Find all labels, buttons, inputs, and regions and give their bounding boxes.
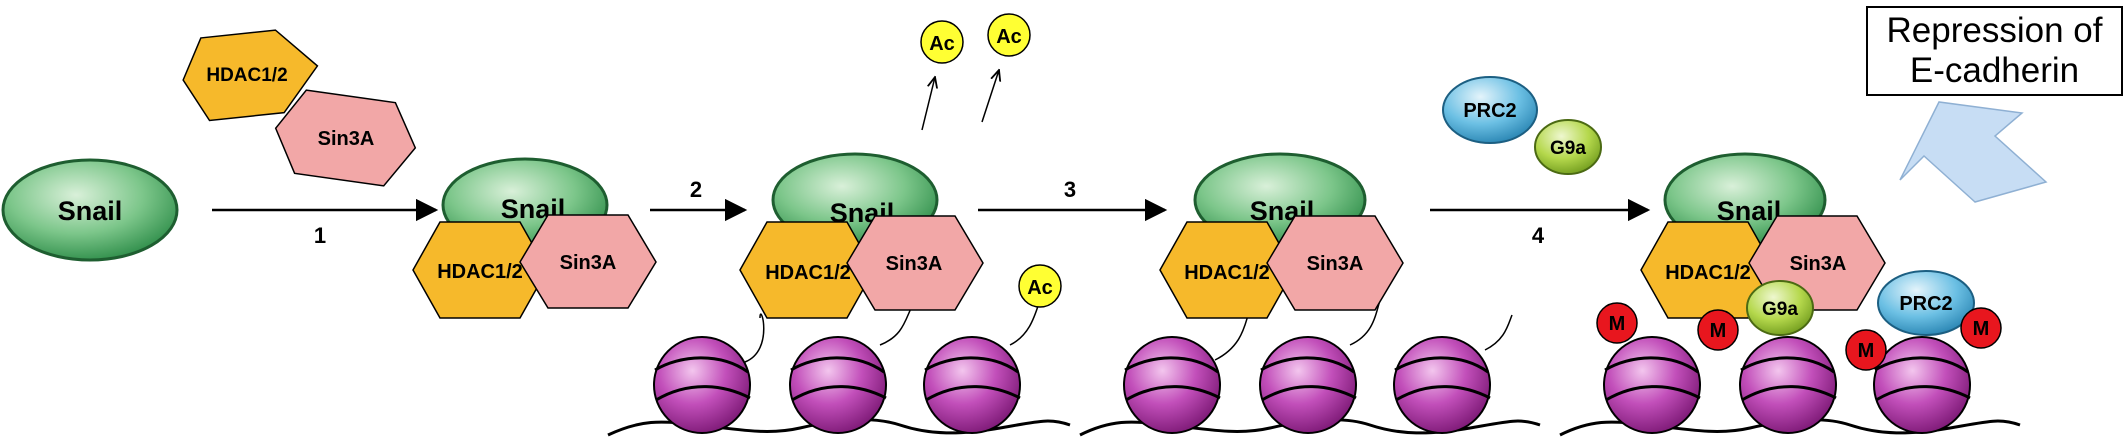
stage-0: Snail HDAC1/2 Sin3A (1, 29, 417, 262)
acetyl-released-1: Ac (920, 20, 964, 131)
g9a-label: G9a (1550, 138, 1586, 159)
nucleosome-2 (1739, 336, 1837, 434)
step-label-4: 4 (1532, 223, 1545, 248)
nucleosome-1 (1123, 309, 1251, 434)
step-label-2: 2 (690, 177, 702, 202)
nucleosome-3 (1393, 314, 1513, 434)
snail-label: Snail (1717, 196, 1782, 226)
step-arrow-1: 1 (212, 198, 439, 248)
sin3a-protein (1266, 215, 1404, 311)
step-arrow-4: 4 (1430, 198, 1651, 248)
step-label-3: 3 (1064, 177, 1076, 202)
result-line-2: E-cadherin (1909, 51, 2080, 90)
nucleosome-2 (789, 299, 916, 434)
methyl-mark-2: M (1697, 309, 1739, 351)
sin3a-label: Sin3A (560, 252, 617, 274)
sin3a-protein (519, 214, 657, 309)
hdac-protein (1640, 221, 1776, 319)
methyl-mark-4: M (1960, 307, 2002, 349)
g9a-protein-free: G9a (1534, 119, 1602, 175)
step-label-1: 1 (314, 223, 326, 248)
g9a-protein-bound: G9a (1746, 280, 1814, 336)
hdac-protein (739, 221, 875, 319)
acetyl-mark: Ac (1018, 264, 1062, 308)
prc2-label: PRC2 (1899, 293, 1952, 315)
prc2-protein-bound: PRC2 (1877, 270, 1975, 336)
sin3a-label: Sin3A (1790, 253, 1847, 275)
sin3a-label: Sin3A (318, 128, 375, 150)
nucleosome-3 (923, 299, 1041, 434)
prc2-protein-free: PRC2 (1442, 76, 1538, 144)
nucleosome-1 (653, 313, 765, 434)
snail-label: Snail (58, 196, 123, 226)
methyl-mark-3: M (1845, 329, 1887, 371)
nucleosome-2 (1259, 299, 1381, 434)
ac-label: Ac (1027, 277, 1053, 299)
hdac-protein (1159, 221, 1295, 319)
ac-label: Ac (929, 33, 955, 55)
result-box: Repression of E-cadherin (1866, 6, 2123, 96)
step-arrow-2: 2 (650, 177, 748, 222)
hdac-label: HDAC1/2 (1665, 262, 1751, 284)
sin3a-label: Sin3A (1307, 253, 1364, 275)
result-line-1: Repression of (1886, 11, 2103, 50)
methyl-mark-1: M (1596, 302, 1638, 344)
step-arrow-3: 3 (978, 177, 1168, 222)
sin3a-protein (846, 215, 984, 311)
m-label: M (1710, 320, 1727, 342)
hdac-label: HDAC1/2 (765, 262, 851, 284)
sin3a-label: Sin3A (886, 253, 943, 275)
stage-4: Snail HDAC1/2 Sin3A G9a PRC2 M M M (1559, 101, 2048, 437)
acetyl-released-2: Ac (981, 13, 1031, 123)
stage-3: Snail HDAC1/2 Sin3A PRC2 G9a (1079, 76, 1602, 437)
prc2-label: PRC2 (1463, 100, 1516, 122)
m-label: M (1609, 313, 1626, 335)
hdac-label: HDAC1/2 (206, 65, 287, 86)
hdac-protein (182, 29, 319, 122)
nucleosome-3 (1873, 336, 1971, 434)
g9a-label: G9a (1762, 299, 1798, 320)
sin3a-protein (274, 89, 417, 187)
hdac-label: HDAC1/2 (437, 261, 523, 283)
stage-2: Snail HDAC1/2 Sin3A Ac Ac Ac (607, 13, 1071, 437)
m-label: M (1858, 340, 1875, 362)
hdac-label: HDAC1/2 (1184, 262, 1270, 284)
m-label: M (1973, 318, 1990, 340)
stage-1: Snail HDAC1/2 Sin3A (412, 157, 657, 319)
snail-protein (1, 158, 179, 262)
block-arrow (1899, 101, 2048, 203)
nucleosome-1 (1603, 336, 1701, 434)
ac-label: Ac (996, 26, 1022, 48)
hdac-protein (412, 221, 548, 319)
